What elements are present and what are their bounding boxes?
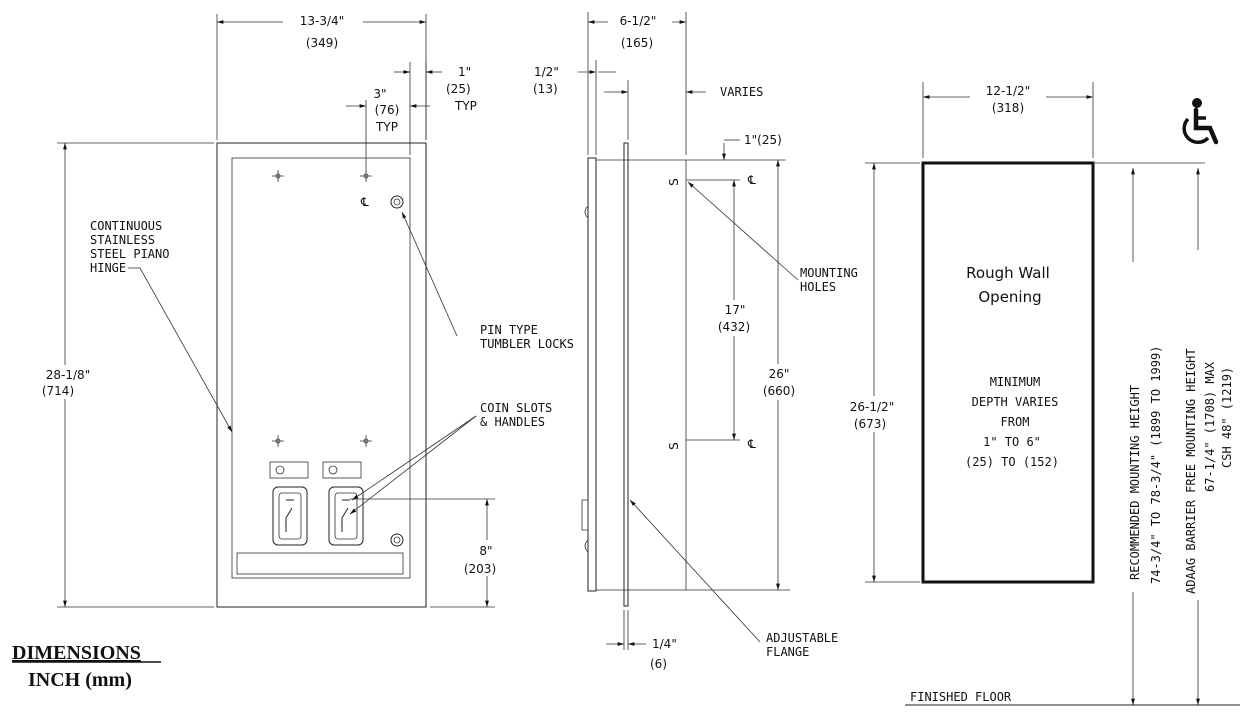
mounting-label-line-2: HOLES [800, 280, 836, 294]
front-door-panel [231, 157, 411, 579]
rough-opening-outline [921, 161, 1095, 584]
hinge-label-line-4: HINGE [90, 261, 126, 275]
tumbler-lock-icon [390, 533, 404, 547]
legend: DIMENSIONS INCH (mm) [12, 642, 161, 691]
side-front-panel [587, 157, 597, 592]
side-thickness-in: 1/4" [652, 637, 677, 651]
side-hole-spacing-in: 17" [725, 303, 746, 317]
side-thickness-mm: (6) [650, 657, 667, 671]
side-centerline-mark: ℄ [747, 173, 756, 187]
adaag-height-line-1: ADAAG BARRIER FREE MOUNTING HEIGHT [1184, 348, 1198, 594]
dispensing-tray [236, 552, 404, 575]
recommended-height-line-1: RECOMMENDED MOUNTING HEIGHT [1128, 385, 1142, 580]
opening-title-line-1: Rough Wall [966, 264, 1050, 282]
opening-height-in: 26-1/2" [850, 400, 894, 414]
wheelchair-accessibility-icon [1182, 98, 1219, 145]
side-s-mark: S [667, 442, 681, 450]
front-height-in: 28-1/8" [46, 368, 90, 382]
opening-depth-line-2: DEPTH VARIES [972, 395, 1059, 409]
legend-units: INCH (mm) [28, 669, 132, 691]
front-hole-offset-in: 3" [373, 87, 386, 101]
side-height-in: 26" [769, 367, 790, 381]
coin-handle [328, 486, 364, 546]
side-depth-mm: (165) [621, 36, 653, 50]
front-view: ℄ 13-3/4" (349) [30, 12, 574, 608]
opening-title-line-2: Opening [978, 288, 1041, 306]
coin-window [322, 461, 362, 479]
side-hole-spacing-mm: (432) [718, 320, 750, 334]
side-varies: VARIES [720, 85, 763, 99]
mounting-label-line-1: MOUNTING [800, 266, 858, 280]
front-gap-mm: (25) [446, 82, 471, 96]
hinge-label-line-3: STEEL PIANO [90, 247, 169, 261]
front-gap-in: 1" [458, 65, 471, 79]
opening-depth-line-3: FROM [1001, 415, 1030, 429]
opening-depth-line-5: (25) TO (152) [965, 455, 1059, 469]
front-height-mm: (714) [42, 384, 74, 398]
opening-depth-line-1: MINIMUM [990, 375, 1041, 389]
front-width-mm: (349) [306, 36, 338, 50]
locks-label-line-1: PIN TYPE [480, 323, 538, 337]
side-depth-in: 6-1/2" [620, 14, 657, 28]
side-top-offset: 1"(25) [744, 133, 782, 147]
front-hole-offset-mm: (76) [375, 103, 400, 117]
front-cabinet-outline [216, 142, 427, 608]
side-height-mm: (660) [763, 384, 795, 398]
finished-floor-label: FINISHED FLOOR [910, 690, 1012, 704]
adjustable-label-line-2: FLANGE [766, 645, 809, 659]
legend-title: DIMENSIONS [12, 642, 141, 664]
front-centerline-mark: ℄ [360, 195, 369, 209]
adjustable-flange-outline [623, 142, 629, 607]
front-lower-mm: (203) [464, 562, 496, 576]
rough-opening-view: Rough Wall Opening MINIMUM DEPTH VARIES … [838, 82, 1240, 706]
coin-window [269, 461, 309, 479]
side-flange-mm: (13) [533, 82, 558, 96]
side-flange-in: 1/2" [534, 65, 559, 79]
opening-depth-line-4: 1" TO 6" [983, 435, 1041, 449]
coin-label-line-1: COIN SLOTS [480, 401, 552, 415]
opening-height-mm: (673) [854, 417, 886, 431]
tumbler-lock-icon [390, 195, 404, 209]
hinge-label-line-1: CONTINUOUS [90, 219, 162, 233]
adaag-height-line-3: CSH 48" (1219) [1220, 367, 1234, 468]
adaag-height-line-2: 67-1/4" (1708) MAX [1203, 361, 1217, 492]
front-hole-offset-typ: TYP [375, 120, 398, 134]
front-lower-in: 8" [479, 544, 492, 558]
mounting-hole-marks [272, 170, 372, 447]
side-s-mark: S [667, 178, 681, 186]
opening-width-mm: (318) [992, 101, 1024, 115]
front-gap-typ: TYP [454, 99, 477, 113]
hinge-label-line-2: STAINLESS [90, 233, 155, 247]
side-view: 6-1/2" (165) 1/2" (13) VARIES 1"(25) S S… [533, 12, 858, 671]
coin-handle [272, 486, 308, 546]
adjustable-label-line-1: ADJUSTABLE [766, 631, 838, 645]
opening-width-in: 12-1/2" [986, 84, 1030, 98]
coin-label-line-2: & HANDLES [480, 415, 545, 429]
front-width-in: 13-3/4" [300, 14, 344, 28]
side-centerline-mark: ℄ [747, 437, 756, 451]
recommended-height-line-2: 74-3/4" TO 78-3/4" (1899 TO 1999) [1149, 346, 1163, 584]
locks-label-line-2: TUMBLER LOCKS [480, 337, 574, 351]
